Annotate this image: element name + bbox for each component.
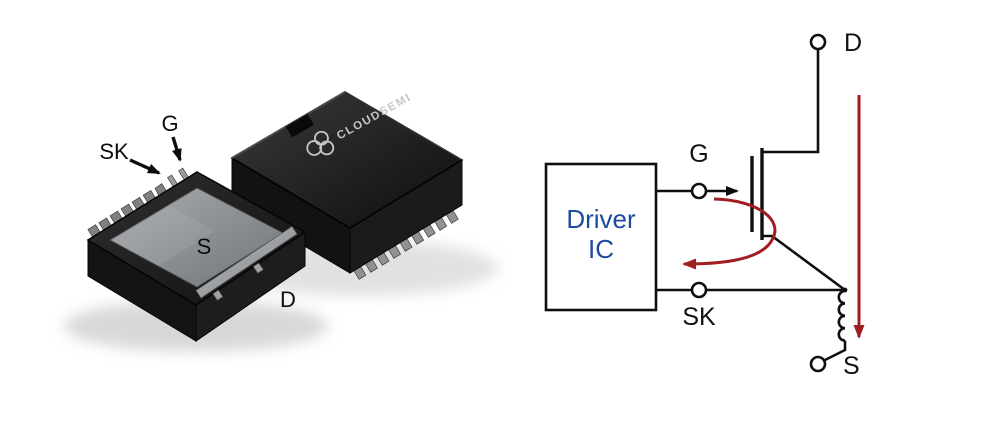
gate-loop-arrow	[682, 197, 777, 270]
schematic: Driver IC G SK S D	[544, 29, 865, 380]
drain-tab	[252, 262, 264, 274]
gate-terminal	[690, 182, 708, 200]
kelvin-terminal	[690, 281, 708, 299]
kelvin-pin-label: SK	[99, 139, 129, 164]
gate-pointer-arrow	[171, 136, 182, 162]
package-illustration: CLOUDSEMI S	[64, 91, 498, 352]
kelvin-pointer-arrow	[129, 158, 161, 175]
package-notch	[284, 113, 316, 139]
package-edge-highlight	[344, 91, 463, 161]
drain-terminal	[809, 33, 827, 51]
pad-sheen	[112, 206, 215, 266]
drain-wire	[762, 49, 820, 154]
source-terminal	[809, 355, 827, 373]
drain-terminal-label: D	[844, 29, 862, 57]
driver-ic-box	[544, 162, 658, 312]
source-pad-label: S	[197, 234, 212, 259]
drain-lead-bar	[195, 226, 298, 299]
drain-lead-label: D	[280, 287, 296, 312]
kelvin-terminal-label: SK	[682, 303, 716, 331]
driver-ic-label-line2: IC	[588, 234, 614, 264]
cloudsemi-logo-icon	[306, 130, 335, 156]
drain-tab	[212, 289, 224, 301]
gate-pin-label: G	[161, 111, 178, 136]
package-pad-view: S	[86, 167, 307, 342]
source-wire	[762, 234, 846, 292]
source-wire-2	[824, 340, 847, 362]
source-terminal-label: S	[843, 352, 860, 380]
mosfet-symbol	[750, 49, 846, 292]
gate-terminal-label: G	[689, 140, 708, 168]
source-inductor	[837, 289, 846, 342]
driver-ic-label-line1: Driver	[566, 204, 636, 234]
